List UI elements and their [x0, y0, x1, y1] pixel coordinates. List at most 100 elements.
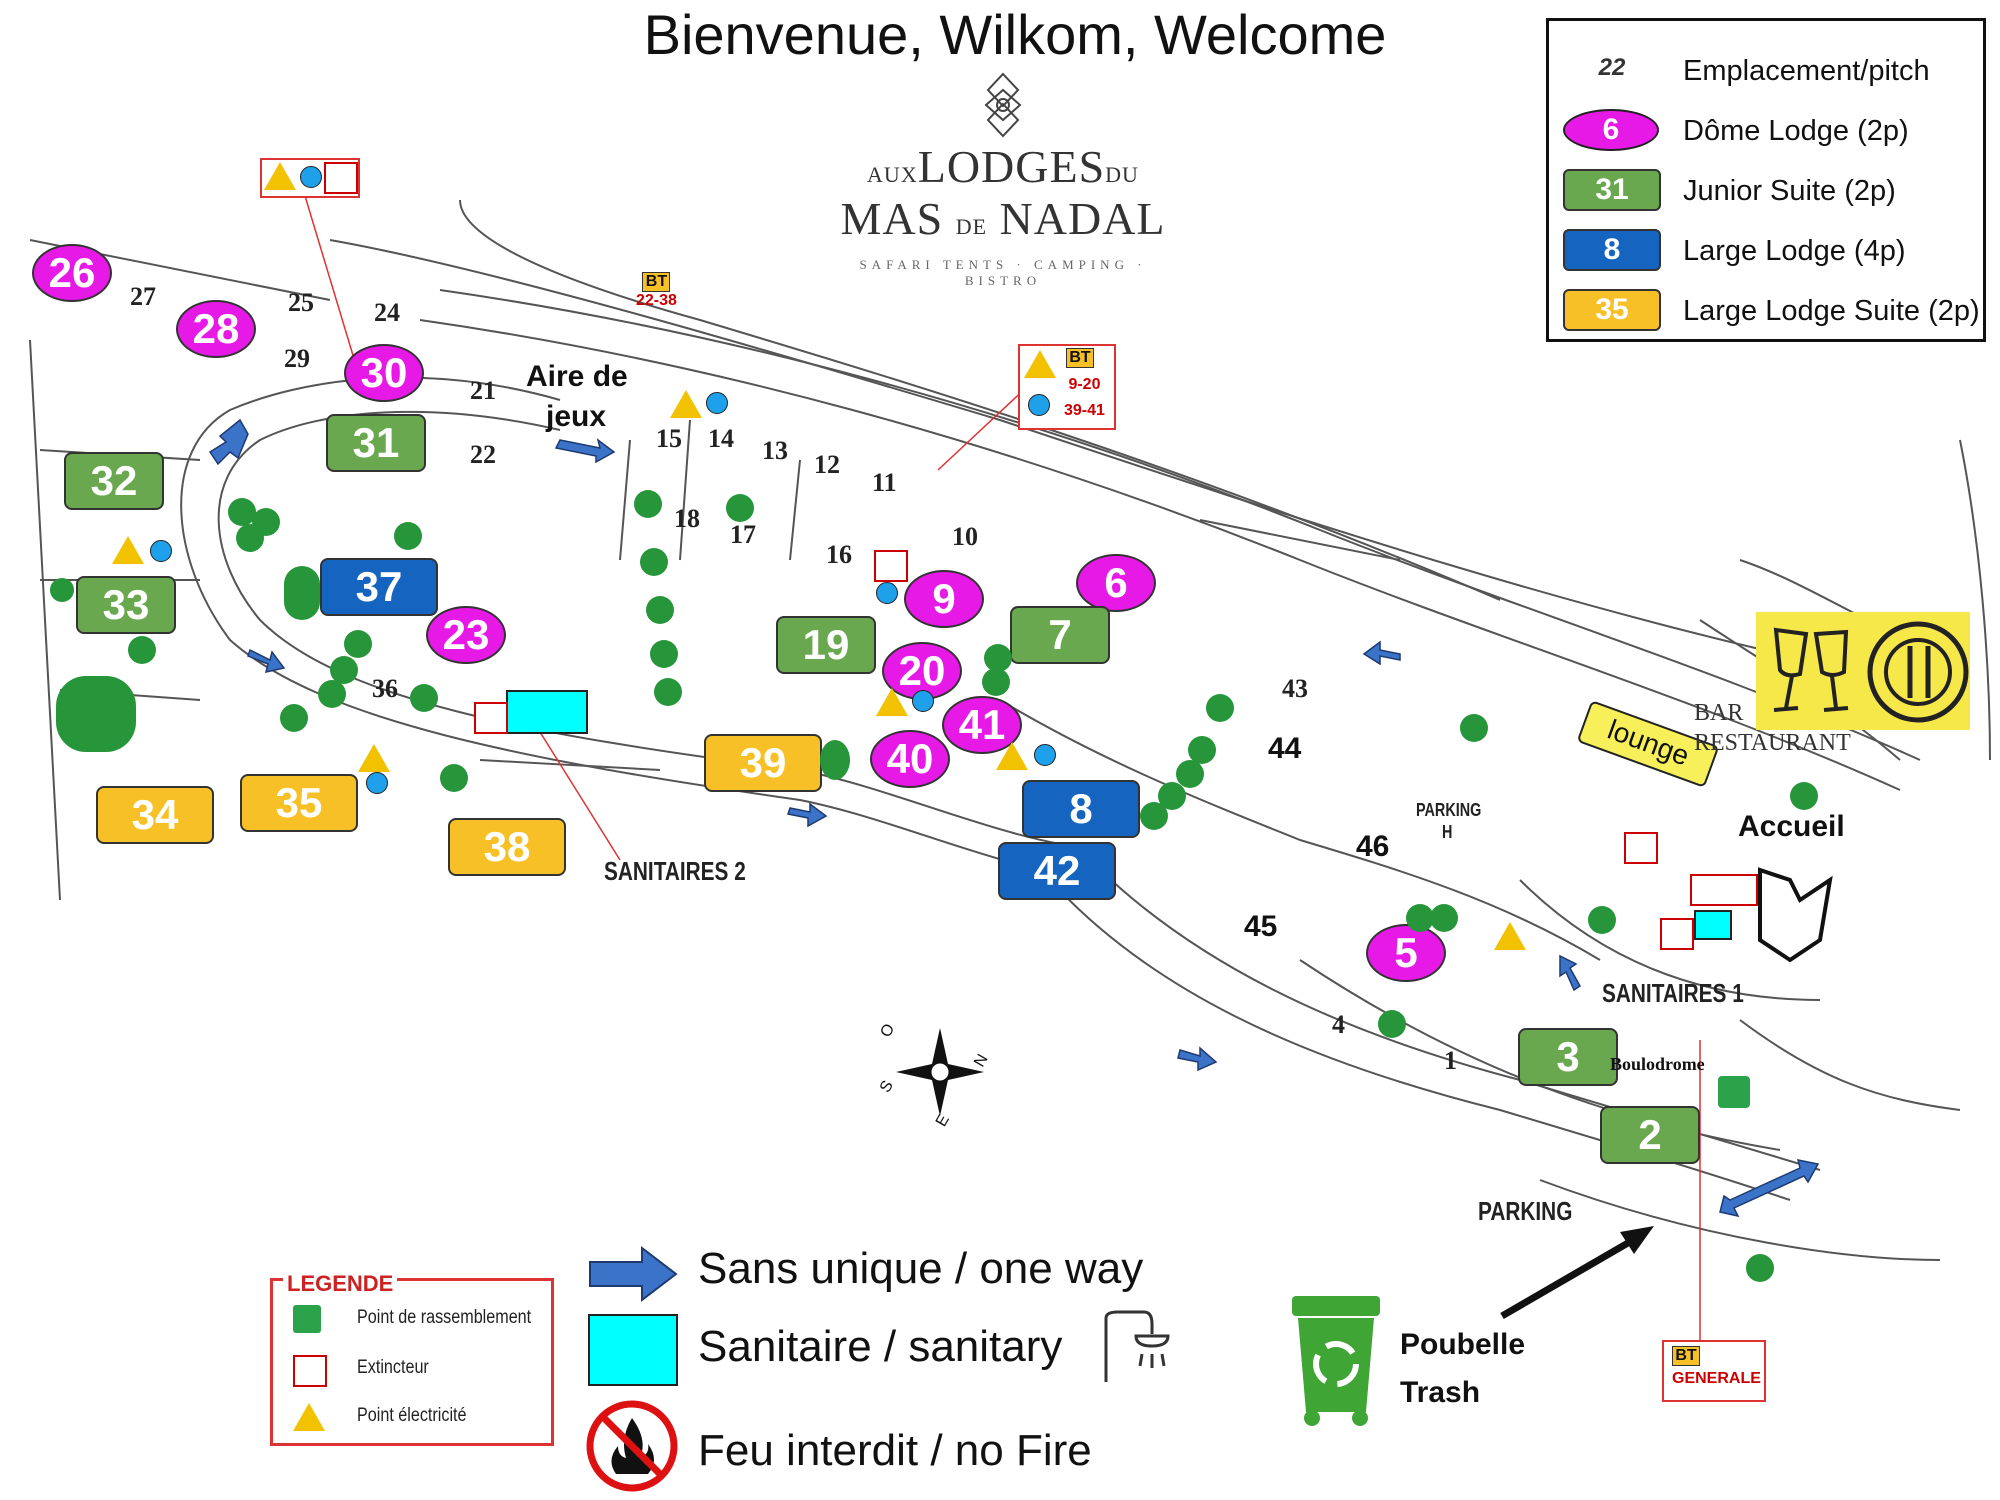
pitch-16[interactable]: 16	[826, 540, 852, 569]
bt-box-22-38: BT 22-38	[636, 272, 677, 309]
logo-tagline: SAFARI TENTS · CAMPING · BISTRO	[859, 257, 1147, 288]
assembly-point-icon	[293, 1305, 321, 1333]
junior-suite-31[interactable]: 31	[326, 414, 426, 472]
electricity-warning-icon	[1494, 922, 1526, 950]
legend-item-electricity: Point électricité	[293, 1403, 467, 1431]
tree	[646, 596, 674, 624]
legend-label: Large Lodge Suite (2p)	[1683, 295, 1980, 327]
dome-lodge-9[interactable]: 9	[904, 570, 984, 628]
sanitary-swatch	[588, 1314, 678, 1386]
bar-restaurant-panel	[1756, 612, 1970, 730]
pitch-43[interactable]: 43	[1282, 674, 1308, 703]
large-lodge-8[interactable]: 8	[1022, 780, 1140, 838]
pitch-13[interactable]: 13	[762, 436, 788, 465]
assembly-point-icon	[1718, 1076, 1750, 1108]
pitch-44[interactable]: 44	[1268, 732, 1302, 765]
sanitaires-2-label: SANITAIRES 2	[604, 856, 746, 886]
junior-suite-33[interactable]: 33	[76, 576, 176, 634]
dome-lodge-5[interactable]: 5	[1366, 924, 1446, 982]
pitch-14[interactable]: 14	[708, 424, 734, 453]
lodge-suite-38[interactable]: 38	[448, 818, 566, 876]
fire-extinguisher-icon	[1660, 918, 1694, 950]
pitch-21[interactable]: 21	[470, 376, 496, 405]
legend-label: Emplacement/pitch	[1683, 55, 1930, 87]
pitch-24[interactable]: 24	[374, 298, 400, 327]
parking-h-label: PARKING	[1416, 800, 1482, 820]
bt-icon: BT	[1066, 348, 1094, 368]
dome-lodge-30[interactable]: 30	[344, 344, 424, 402]
fire-extinguisher-icon	[874, 550, 908, 582]
legend-header: LEGENDE	[283, 1271, 398, 1297]
pitch-10[interactable]: 10	[952, 522, 978, 551]
tree	[982, 668, 1010, 696]
tree	[1140, 802, 1168, 830]
sanitaires-1-label: SANITAIRES 1	[1602, 978, 1744, 1008]
tree	[1588, 906, 1616, 934]
tree	[128, 636, 156, 664]
tree	[440, 764, 468, 792]
pitch-46[interactable]: 46	[1356, 830, 1390, 863]
pitch-11[interactable]: 11	[872, 468, 897, 497]
sanitary-label: Sanitaire / sanitary	[698, 1322, 1063, 1371]
junior-suite-32[interactable]: 32	[64, 452, 164, 510]
tree	[280, 704, 308, 732]
lodge-suite-35[interactable]: 35	[240, 774, 358, 832]
pitch-45[interactable]: 45	[1244, 910, 1278, 943]
electricity-warning-icon	[264, 162, 296, 190]
electricity-warning-icon	[1024, 350, 1056, 378]
large-swatch: 8	[1563, 229, 1661, 271]
junior-suite-3[interactable]: 3	[1518, 1028, 1618, 1086]
pitch-36[interactable]: 36	[372, 674, 398, 703]
tree	[50, 578, 74, 602]
shower-icon	[1104, 1310, 1170, 1382]
pitch-17[interactable]: 17	[730, 520, 756, 549]
dome-lodge-40[interactable]: 40	[870, 730, 950, 788]
dome-lodge-26[interactable]: 26	[32, 244, 112, 302]
pitch-18[interactable]: 18	[674, 504, 700, 533]
pitch-4[interactable]: 4	[1332, 1010, 1345, 1039]
dome-lodge-28[interactable]: 28	[176, 300, 256, 358]
pitch-22[interactable]: 22	[470, 440, 496, 469]
pitch-1[interactable]: 1	[1444, 1046, 1457, 1075]
tree	[820, 740, 850, 780]
dome-lodge-41[interactable]: 41	[942, 696, 1022, 754]
junior-suite-19[interactable]: 19	[776, 616, 876, 674]
water-point-icon	[150, 540, 172, 562]
legend-item-dome: 6 Dôme Lodge (2p)	[1563, 109, 1983, 155]
dome-lodge-6[interactable]: 6	[1076, 554, 1156, 612]
electricity-warning-icon	[112, 536, 144, 564]
large-lodge-37[interactable]: 37	[320, 558, 438, 616]
lodge-suite-34[interactable]: 34	[96, 786, 214, 844]
legend-item-assembly: Point de rassemblement	[293, 1305, 531, 1333]
pitch-25[interactable]: 25	[288, 288, 314, 317]
playground-label-2: jeux	[546, 400, 607, 433]
ornament-icon	[984, 72, 1022, 138]
large-lodge-42[interactable]: 42	[998, 842, 1116, 900]
junior-suite-7[interactable]: 7	[1010, 606, 1110, 664]
pitch-12[interactable]: 12	[814, 450, 840, 479]
electricity-warning-icon	[876, 688, 908, 716]
tree	[330, 656, 358, 684]
pitch-29[interactable]: 29	[284, 344, 310, 373]
water-point-icon	[912, 690, 934, 712]
main-breaker-label: BT GENERALE	[1672, 1346, 1761, 1387]
logo-line-2: MAS DE NADAL	[840, 193, 1166, 244]
sanitary-block-1[interactable]	[1694, 910, 1732, 940]
junior-suite-2[interactable]: 2	[1600, 1106, 1700, 1164]
dome-lodge-23[interactable]: 23	[426, 606, 506, 664]
lodge-suite-39[interactable]: 39	[704, 734, 822, 792]
sanitary-block-2[interactable]	[506, 690, 588, 734]
legend-item-large: 8 Large Lodge (4p)	[1563, 229, 1983, 275]
legend-item-junior: 31 Junior Suite (2p)	[1563, 169, 1983, 215]
one-way-arrow-icon	[589, 1245, 678, 1303]
pitch-27[interactable]: 27	[130, 282, 156, 311]
restaurant-label: RESTAURANT	[1694, 730, 1851, 756]
tree	[410, 684, 438, 712]
tree	[236, 524, 264, 552]
pitch-15[interactable]: 15	[656, 424, 682, 453]
water-point-icon	[876, 582, 898, 604]
one-way-label: Sans unique / one way	[698, 1244, 1144, 1293]
tree	[1430, 904, 1458, 932]
